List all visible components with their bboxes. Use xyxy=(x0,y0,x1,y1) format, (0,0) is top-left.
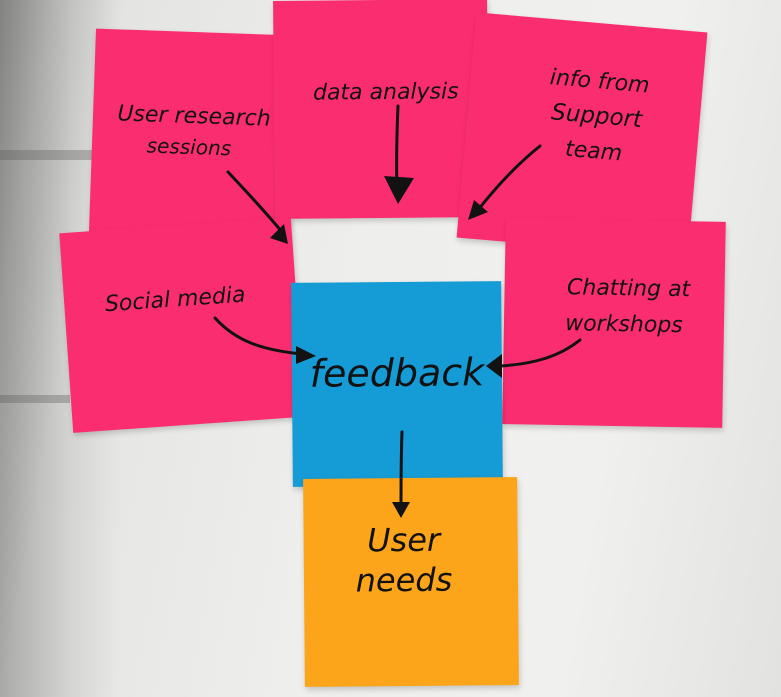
sticky-note-feedback: feedback xyxy=(291,281,503,487)
note-text-line: workshops xyxy=(564,311,683,339)
sticky-note-user-needs: User needs xyxy=(303,477,519,687)
sticky-note-data-analysis: data analysis xyxy=(273,0,489,219)
note-text-line: needs xyxy=(355,560,453,600)
note-text-line: data analysis xyxy=(312,79,459,106)
note-text-line: User research xyxy=(116,101,272,132)
sticky-note-workshops: Chatting at workshops xyxy=(502,218,726,428)
window-frame-bar xyxy=(0,150,110,160)
note-text-line: Chatting at xyxy=(566,275,691,303)
note-text-line: info from xyxy=(548,65,651,99)
note-text-line: sessions xyxy=(146,133,232,161)
note-text-line: Support xyxy=(550,99,644,134)
note-text-line: team xyxy=(564,136,624,167)
window-frame-bar xyxy=(0,395,70,403)
note-text-line: feedback xyxy=(309,350,485,396)
sticky-note-social-media: Social media xyxy=(59,217,305,433)
note-text-line: Social media xyxy=(104,282,247,318)
note-text-line: User xyxy=(367,520,441,560)
